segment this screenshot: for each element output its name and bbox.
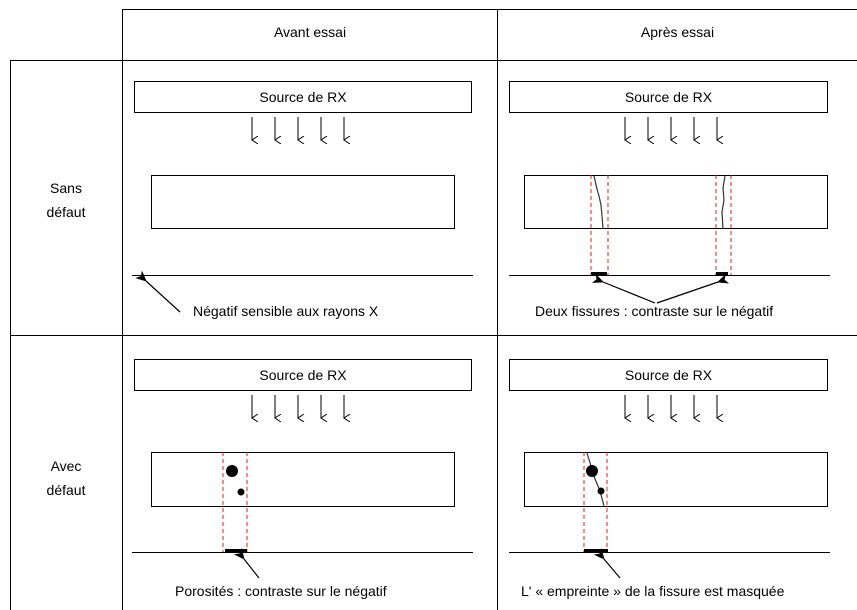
- column-divider: [497, 9, 498, 610]
- row-label-no-defect-line2: défaut: [46, 204, 86, 220]
- film-negative: [509, 275, 830, 276]
- caption-porosities: Porosités : contraste sur le négatif: [175, 583, 387, 599]
- film-negative: [509, 552, 830, 553]
- crack: [586, 452, 605, 507]
- test-sample: [151, 175, 455, 229]
- porosity-small: [597, 487, 605, 495]
- row-label-no-defect-line1: Sans: [50, 180, 82, 196]
- row-label-with-defect-line1: Avec: [50, 458, 82, 474]
- header-divider: [10, 60, 857, 61]
- test-sample: [151, 452, 455, 507]
- film-negative: [132, 552, 473, 553]
- label-column-divider: [122, 9, 123, 610]
- xray-source: Source de RX: [509, 81, 828, 113]
- porosity-large: [586, 465, 598, 477]
- test-sample: [524, 452, 828, 507]
- caption-film: Négatif sensible aux rayons X: [193, 303, 379, 319]
- header-before-test: Avant essai: [273, 24, 347, 40]
- caption-masked-crack: L' « empreinte » de la fissure est masqu…: [521, 583, 785, 599]
- crack-right: [721, 175, 726, 230]
- caption-two-cracks: Deux fissures : contraste sur le négatif: [535, 303, 774, 319]
- film-negative: [132, 275, 473, 276]
- xray-source: Source de RX: [509, 359, 828, 391]
- porosity-large: [226, 465, 238, 477]
- row-divider: [10, 335, 857, 336]
- crack-left: [593, 175, 604, 230]
- header-after-test: Après essai: [640, 24, 715, 40]
- xray-source: Source de RX: [134, 359, 472, 391]
- film-mark-right: [716, 272, 728, 276]
- row-label-with-defect-line2: défaut: [46, 482, 86, 498]
- xray-source: Source de RX: [134, 81, 472, 113]
- table-top-border: [122, 9, 857, 10]
- porosity-small: [237, 488, 245, 496]
- film-mark: [584, 549, 608, 553]
- test-sample: [524, 175, 828, 229]
- row-label-no-defect: Sans défaut: [10, 176, 122, 224]
- table-left-border: [10, 60, 11, 610]
- row-label-with-defect: Avec défaut: [10, 454, 122, 502]
